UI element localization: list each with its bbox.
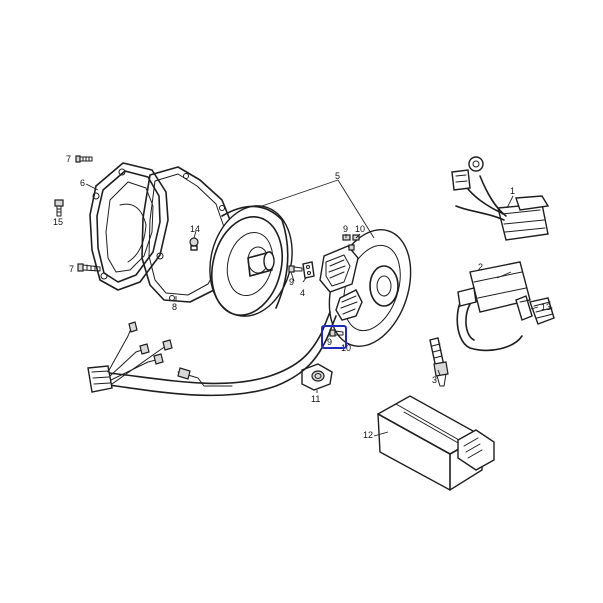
callout-1: 1 [510, 186, 515, 196]
spark-plug-3 [429, 337, 449, 387]
cdi-unit-12 [377, 395, 495, 491]
callout-3: 3 [432, 375, 437, 385]
callout-9-highlighted: 9 [327, 337, 332, 347]
bolt-14 [189, 237, 199, 251]
callout-2: 2 [478, 262, 483, 272]
callout-8: 8 [172, 302, 177, 312]
screw-9-left [288, 265, 303, 273]
bracket-4 [302, 261, 315, 279]
callout-7-lower: 7 [69, 264, 74, 274]
highlight-box [321, 325, 347, 349]
callout-4: 4 [300, 288, 305, 298]
screw-7-lower [77, 263, 101, 272]
callout-7-upper: 7 [66, 154, 71, 164]
callout-9-top: 9 [343, 224, 348, 234]
callout-13: 13 [541, 302, 551, 312]
ignition-coil-2 [456, 261, 555, 352]
screw-7-upper [75, 155, 93, 163]
stator-assembly [319, 229, 412, 347]
screw-15 [54, 199, 64, 217]
callout-11: 11 [311, 394, 320, 404]
callout-14: 14 [190, 224, 200, 234]
grommet-11 [301, 363, 333, 391]
callout-10-top: 10 [355, 224, 365, 234]
ignition-cover [89, 162, 169, 291]
callout-6: 6 [80, 178, 85, 188]
leader-lines [85, 179, 539, 437]
callout-15: 15 [53, 217, 63, 227]
callout-12: 12 [363, 430, 373, 440]
wiring-harness [87, 311, 337, 397]
callout-9-left: 9 [289, 277, 294, 287]
rectifier-1 [451, 156, 550, 241]
callout-labels: 1 2 3 4 5 6 7 7 8 9 9 9 10 10 11 12 13 1… [53, 154, 551, 440]
callout-5: 5 [335, 171, 340, 181]
flywheel [209, 205, 293, 317]
